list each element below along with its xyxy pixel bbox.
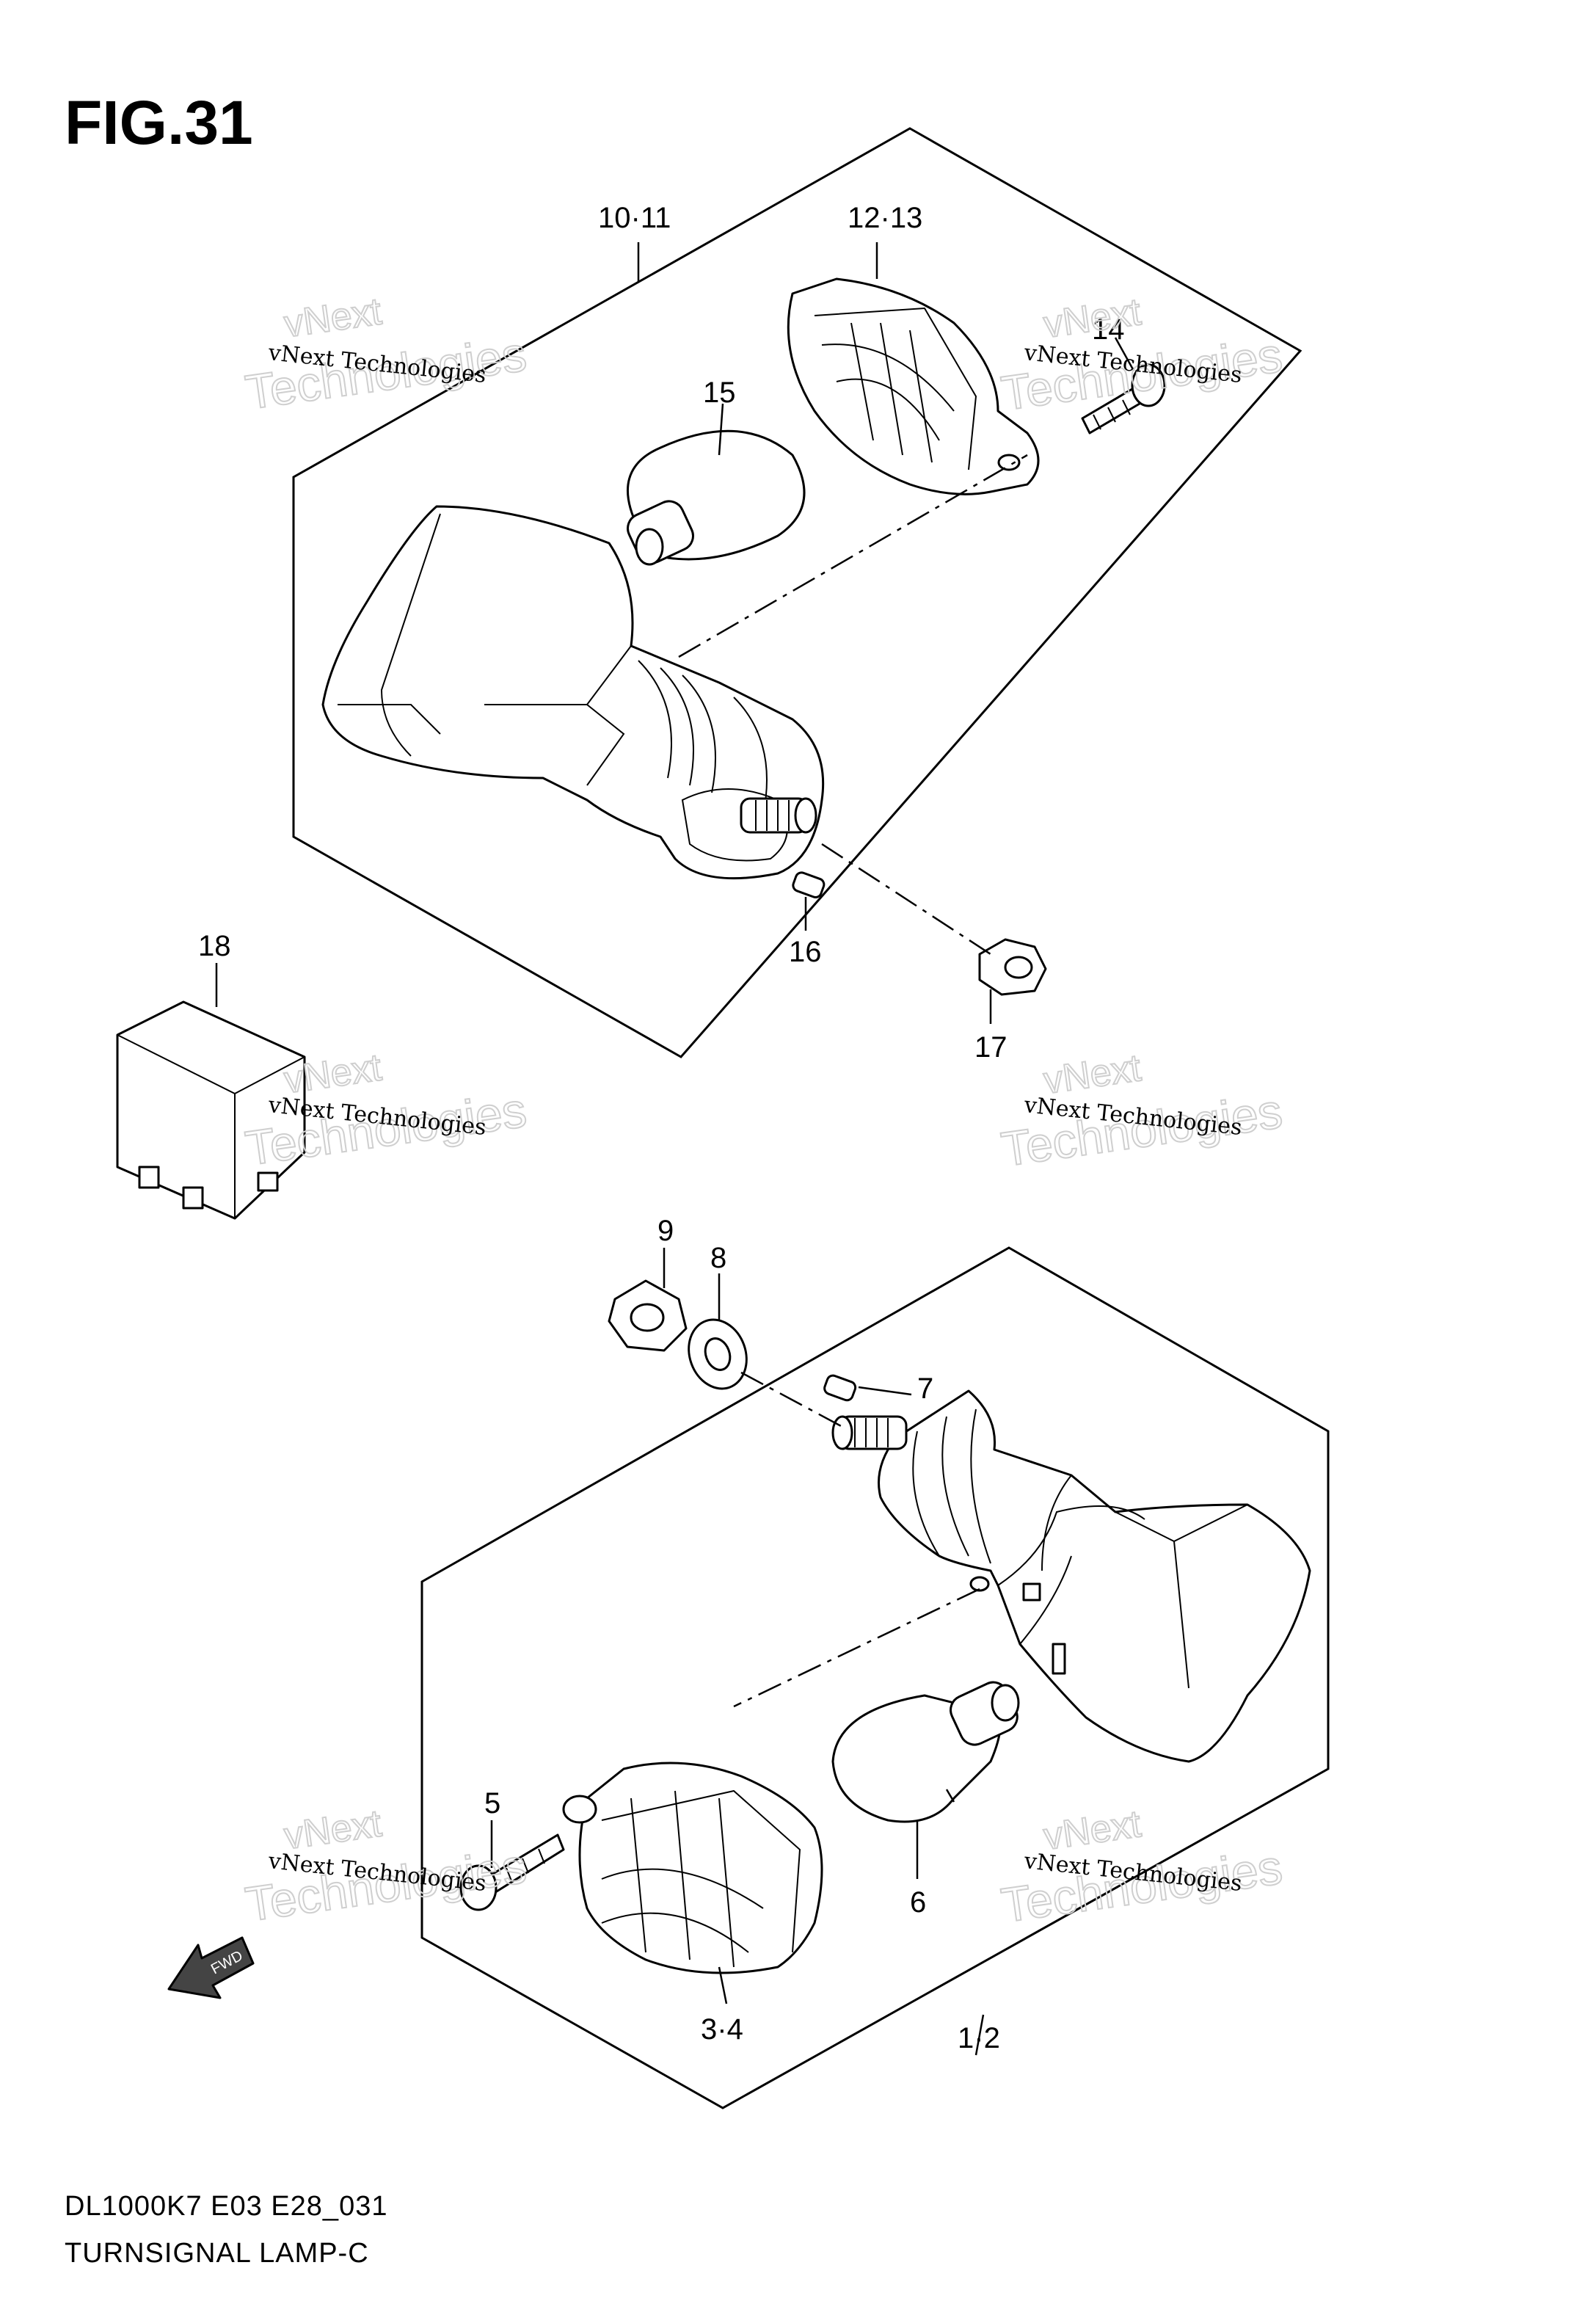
callout-10-11: 10·11 xyxy=(598,202,671,234)
callout-6: 6 xyxy=(910,1886,926,1919)
callout-7: 7 xyxy=(917,1373,933,1405)
lower-lens xyxy=(562,1762,823,1974)
figure-name: TURNSIGNAL LAMP-C xyxy=(65,2238,369,2269)
lower-assembly-frame xyxy=(420,1246,1330,2109)
upper-lamp-housing xyxy=(321,505,825,880)
svg-text:vNext: vNext xyxy=(1041,1047,1144,1102)
upper-bulb xyxy=(627,429,806,566)
upper-lens xyxy=(787,277,1040,495)
upper-clip xyxy=(792,871,826,898)
upper-screw xyxy=(1081,363,1166,435)
upper-assembly-line xyxy=(678,454,1028,658)
callout-16: 16 xyxy=(789,936,822,968)
callout-1-2: 1·2 xyxy=(958,2022,1000,2054)
figure-title: FIG.31 xyxy=(65,88,253,157)
callout-18: 18 xyxy=(198,930,231,962)
lower-bulb xyxy=(831,1681,1020,1823)
callout-8: 8 xyxy=(710,1242,726,1274)
lower-nut xyxy=(608,1279,688,1352)
svg-text:vNext: vNext xyxy=(1041,291,1144,346)
turnsignal-relay xyxy=(116,1000,306,1220)
callout-5: 5 xyxy=(484,1787,500,1820)
lower-screw xyxy=(459,1833,565,1911)
forward-direction-marker: FWD xyxy=(167,1936,255,1999)
lower-clip xyxy=(823,1374,857,1402)
callout-14: 14 xyxy=(1092,313,1125,346)
svg-text:vNext: vNext xyxy=(1041,1803,1144,1858)
upper-assembly-frame xyxy=(292,127,1302,1058)
upper-nut xyxy=(978,938,1047,996)
lower-lamp-housing xyxy=(831,1389,1311,1763)
callout-15: 15 xyxy=(703,377,736,409)
figure-code: DL1000K7 E03 E28_031 xyxy=(65,2191,387,2222)
callout-3-4: 3·4 xyxy=(701,2013,743,2046)
callout-17: 17 xyxy=(974,1031,1007,1064)
lower-washer xyxy=(688,1318,748,1390)
callout-9: 9 xyxy=(657,1215,674,1247)
callout-12-13: 12·13 xyxy=(848,202,922,234)
lower-assembly-line xyxy=(740,1371,845,1429)
svg-text:vNext: vNext xyxy=(282,290,385,346)
svg-text:vNext: vNext xyxy=(282,1802,385,1858)
